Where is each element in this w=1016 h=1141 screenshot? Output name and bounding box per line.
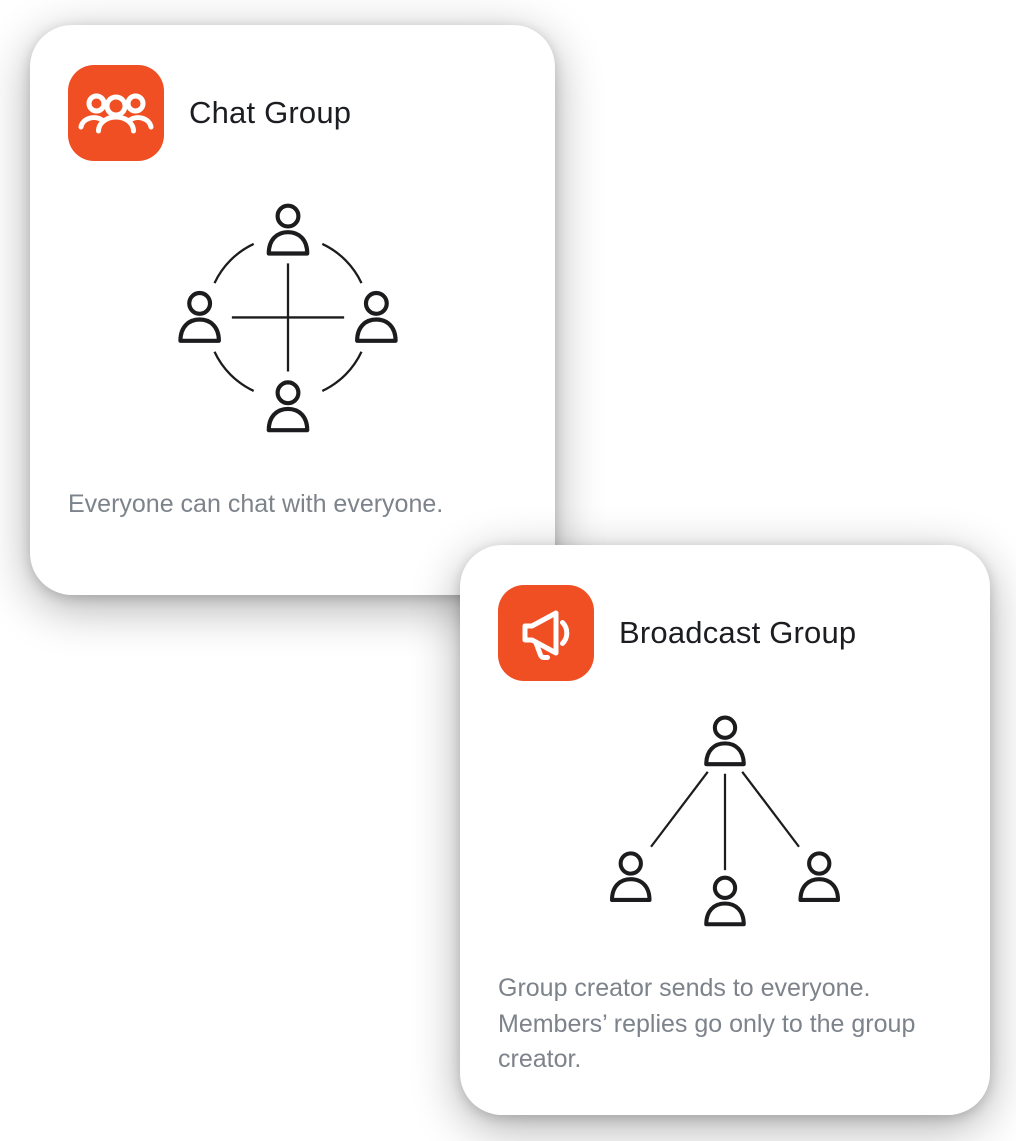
- person-icon: [269, 382, 307, 430]
- card-description: Everyone can chat with everyone.: [68, 490, 444, 518]
- broadcast-tree-diagram: [588, 713, 862, 941]
- chat-group-card[interactable]: Chat Group Everyone can chat with everyo…: [30, 25, 555, 595]
- megaphone-glyph: [522, 610, 570, 660]
- card-header: Chat Group: [68, 65, 351, 161]
- person-icon: [706, 878, 743, 925]
- chat-mesh-diagram: [163, 201, 413, 438]
- three-people-group-icon: [68, 65, 164, 161]
- icon-tile: [498, 585, 594, 681]
- mesh-links: [213, 242, 363, 392]
- person-icon: [706, 718, 743, 765]
- person-icon: [800, 853, 837, 900]
- broadcast-group-card[interactable]: Broadcast Group Group creator sends to e…: [460, 545, 990, 1115]
- person-icon: [357, 293, 395, 341]
- card-header: Broadcast Group: [498, 585, 856, 681]
- person-icon: [612, 853, 649, 900]
- megaphone-icon: [498, 585, 594, 681]
- card-title: Chat Group: [189, 95, 352, 130]
- chat-mesh-svg: [163, 201, 413, 438]
- person-icon: [269, 206, 307, 254]
- card-description: Group creator sends to everyone. Members…: [498, 974, 916, 1073]
- card-title: Broadcast Group: [619, 615, 857, 650]
- broadcast-tree-svg: [588, 713, 862, 941]
- person-icon: [180, 293, 218, 341]
- group-glyph: [78, 93, 154, 134]
- tree-links: [650, 771, 800, 871]
